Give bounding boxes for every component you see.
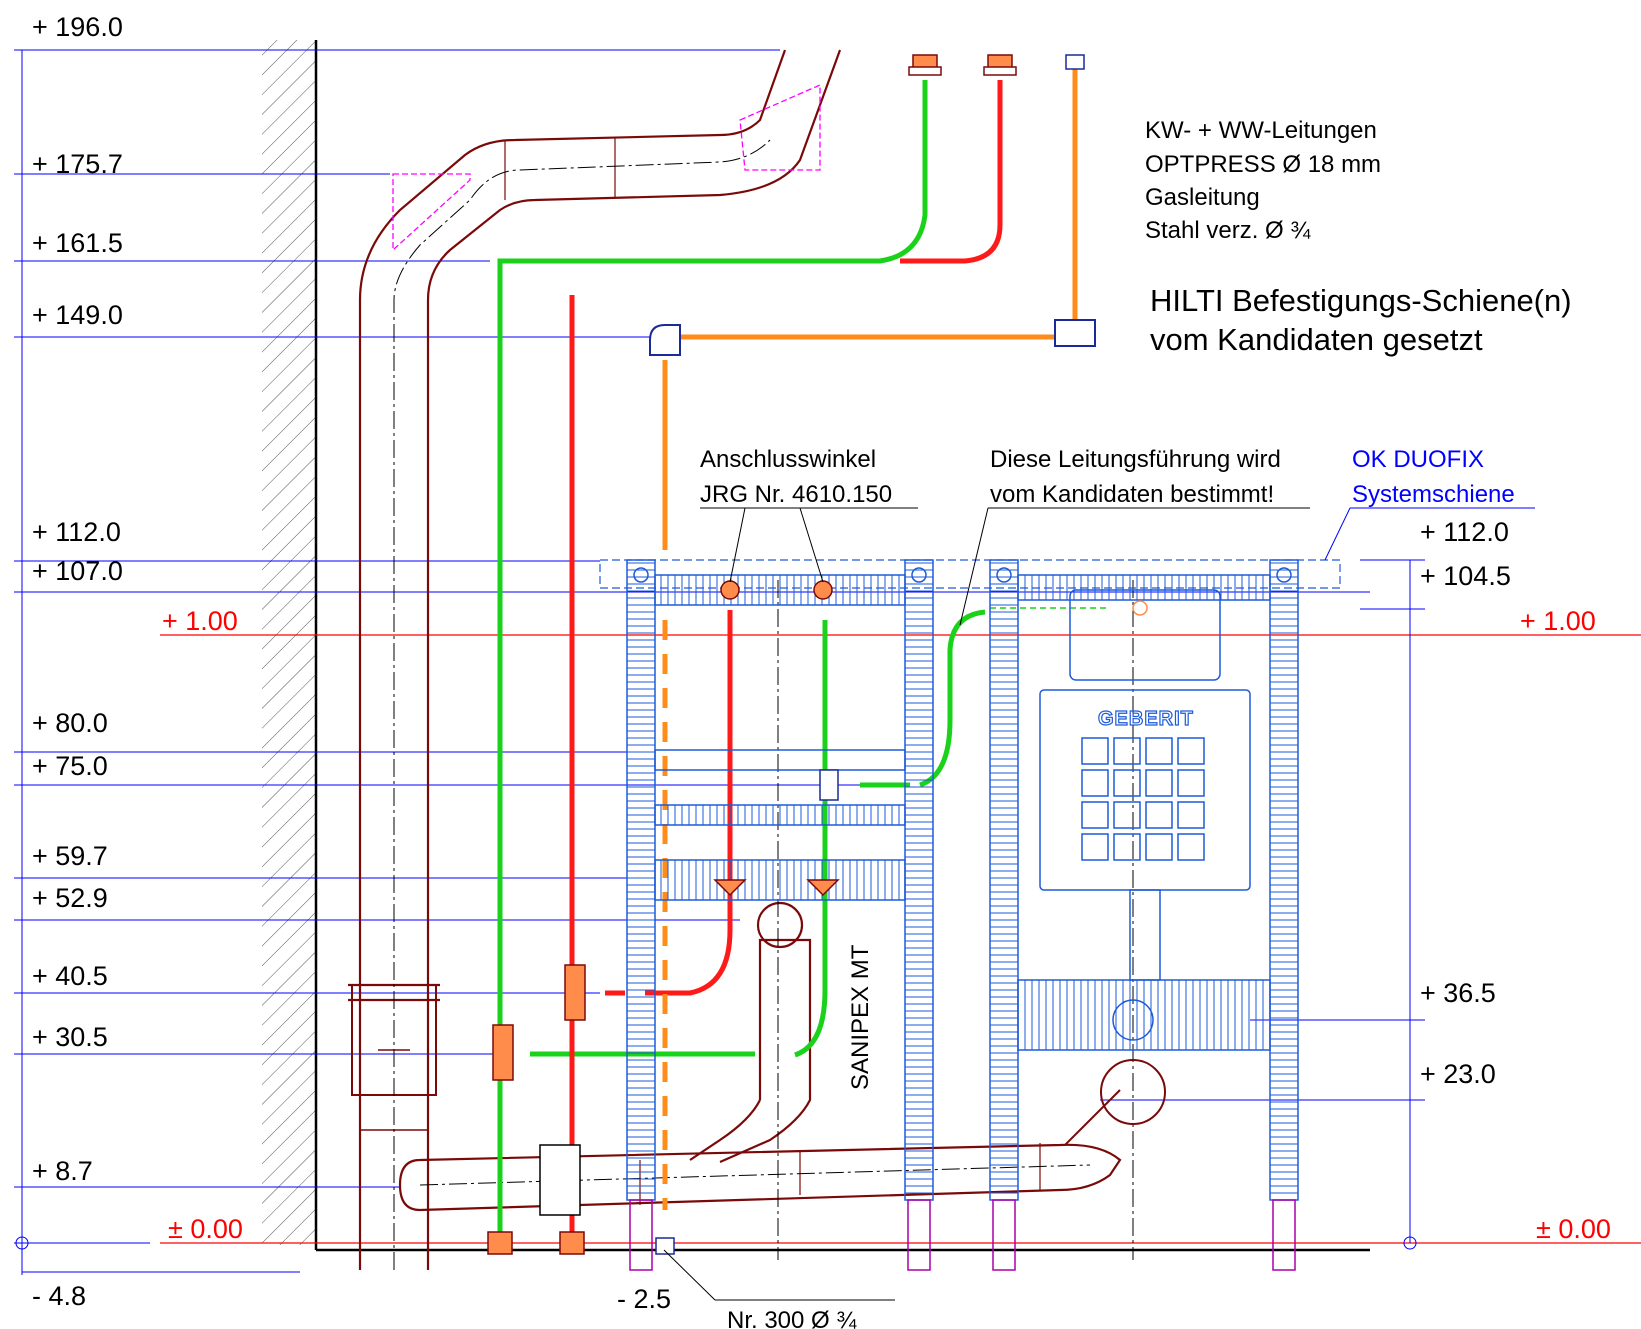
ok-duofix-line1: OK DUOFIX (1352, 446, 1484, 473)
vent-boxes (392, 84, 821, 252)
frame-feet (629, 1199, 1296, 1271)
leader-lines (663, 507, 1310, 1301)
wall-fittings (492, 964, 586, 1216)
level-label: - 4.8 (32, 1281, 86, 1311)
level-label: + 104.5 (1420, 561, 1511, 591)
level-label: + 149.0 (32, 300, 123, 330)
wall-hatch (262, 40, 1370, 1252)
hot-water-pipes (569, 80, 1003, 1240)
red-level-labels: + 1.00 + 1.00 ± 0.00 ± 0.00 (162, 606, 1611, 1244)
angle-fittings (713, 580, 1148, 897)
level-label: + 59.7 (32, 841, 108, 871)
angle-note-line2: JRG Nr. 4610.150 (700, 481, 892, 508)
pipe-note-line1: KW- + WW-Leitungen (1145, 117, 1377, 144)
hilti-note-line1: HILTI Befestigungs-Schiene(n) (1150, 283, 1572, 318)
gas-pipes (662, 65, 1078, 550)
level-0-00-right: ± 0.00 (1536, 1214, 1611, 1244)
ok-duofix-line2: Systemschiene (1352, 481, 1515, 508)
bottom-caps (487, 1231, 675, 1255)
level-0-00-left: ± 0.00 (168, 1214, 243, 1244)
left-level-labels: + 196.0 + 175.7 + 161.5 + 149.0 + 112.0 … (32, 12, 123, 1311)
right-level-labels: + 112.0 + 104.5 + 36.5 + 23.0 (1420, 517, 1511, 1089)
pipe-note-line2: OPTPRESS Ø 18 mm (1145, 151, 1381, 178)
drain-pipe (348, 49, 1122, 1270)
level-label: + 107.0 (32, 556, 123, 586)
nr300-label: Nr. 300 Ø ¾ (727, 1307, 857, 1329)
centerlines (393, 139, 1134, 1270)
gas-fittings (649, 319, 1096, 356)
red-level-lines (160, 634, 1641, 1244)
level-label: + 80.0 (32, 708, 108, 738)
level-lines-left (14, 49, 1370, 1275)
geberit-panel-grid (1081, 737, 1205, 861)
hilti-note-line2: vom Kandidaten gesetzt (1150, 322, 1483, 357)
level-label: + 8.7 (32, 1156, 93, 1186)
level-label: + 112.0 (32, 517, 121, 547)
routing-note-line1: Diese Leitungsführung wird (990, 446, 1281, 473)
duofix-frame-left (626, 559, 934, 1201)
level-label: + 40.5 (32, 961, 108, 991)
level-1-00-right: + 1.00 (1520, 606, 1596, 636)
level-label: + 36.5 (1420, 978, 1496, 1008)
level-label: + 196.0 (32, 12, 123, 42)
level-1-00-left: + 1.00 (162, 606, 238, 636)
geberit-logo: GEBERIT (1098, 708, 1194, 730)
level-label: + 23.0 (1420, 1059, 1496, 1089)
routing-note-line2: vom Kandidaten bestimmt! (990, 481, 1274, 508)
duofix-frame-right (989, 559, 1299, 1201)
dim-minus-2-5: - 2.5 (617, 1284, 671, 1314)
dimension-right (15, 559, 1425, 1250)
level-label: + 52.9 (32, 883, 108, 913)
gas-note-line1: Gasleitung (1145, 184, 1260, 211)
gas-note-line2: Stahl verz. Ø ¾ (1145, 217, 1311, 244)
ok-leader (1324, 507, 1535, 561)
level-label: + 75.0 (32, 751, 108, 781)
angle-note-line1: Anschlusswinkel (700, 446, 876, 473)
level-label: + 112.0 (1420, 517, 1509, 547)
level-label: + 30.5 (32, 1022, 108, 1052)
level-label: + 175.7 (32, 149, 123, 179)
level-label: + 161.5 (32, 228, 123, 258)
sanipex-label: SANIPEX MT (847, 944, 874, 1090)
top-caps (908, 54, 1085, 76)
